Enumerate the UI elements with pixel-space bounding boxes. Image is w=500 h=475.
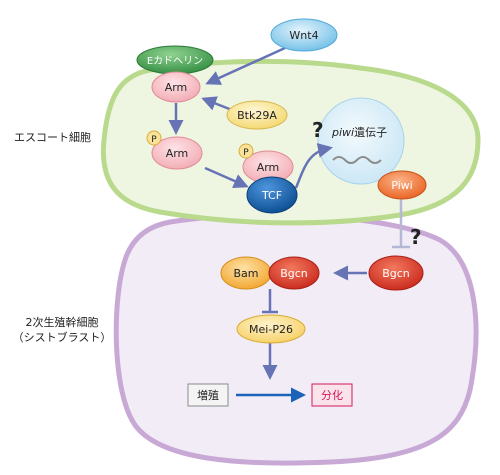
differentiation-label: 分化 [321, 388, 343, 402]
gsc-label-line2: （シストブラスト） [12, 331, 112, 344]
arrow-wnt4-to-arm [205, 46, 286, 85]
phospho-label-tcf: P [243, 148, 249, 158]
bgcn-node-left: Bgcn [268, 256, 320, 290]
phospho-badge-tcf [238, 143, 254, 159]
differentiation-box: 分化 [311, 383, 353, 407]
bam-label: Bam [233, 267, 258, 280]
gsc-label: 2次生殖幹細胞 （シストブラスト） [12, 315, 112, 345]
gsc-label-line1: 2次生殖幹細胞 [25, 316, 99, 329]
arrow-tcf-to-piwi-gene [294, 143, 333, 189]
piwi-gene-name: piwi [331, 126, 354, 139]
arm-node-tcf: Arm P [238, 143, 294, 184]
piwi-gene-nucleus [317, 97, 405, 185]
piwi-gene-suffix: 遺伝子 [354, 125, 387, 139]
escort-cell-label: エスコート細胞 [14, 131, 91, 144]
piwi-node: Piwi [377, 170, 427, 200]
bgcn-right-label: Bgcn [382, 267, 410, 280]
arm-mid-label: Arm [166, 147, 189, 160]
tcf-label: TCF [261, 189, 282, 202]
phospho-label-mid: P [151, 135, 157, 145]
arm-node-mid: Arm P [146, 130, 203, 170]
ecadherin-label: Eカドヘリン [147, 55, 203, 67]
arrow-btk-to-arm [201, 96, 233, 112]
arm-node-top: Arm [151, 71, 201, 103]
question-mark-piwi: ? [410, 225, 422, 249]
ecadherin-node: Eカドヘリン [136, 45, 214, 75]
piwi-gene-label: piwi遺伝子 [331, 125, 387, 139]
btk29a-node: Btk29A [226, 100, 288, 130]
proliferation-label: 増殖 [197, 389, 219, 402]
mei-p26-node: Mei-P26 [236, 314, 306, 344]
bgcn-node-right: Bgcn [368, 255, 424, 291]
piwi-label: Piwi [391, 179, 413, 192]
wnt4-node: Wnt4 [270, 18, 338, 52]
gsc-cell-membrane [113, 212, 479, 466]
proliferation-box: 増殖 [187, 383, 229, 407]
question-mark-gene: ? [312, 118, 324, 142]
wnt4-label: Wnt4 [289, 29, 318, 42]
bgcn-left-label: Bgcn [280, 267, 308, 280]
phospho-badge-mid [146, 130, 162, 146]
mei-p26-label: Mei-P26 [249, 323, 293, 336]
arm-tcf-label: Arm [257, 161, 280, 174]
tcf-node: TCF [246, 176, 298, 214]
bam-node: Bam [220, 256, 272, 290]
arrow-arm-to-tcf [204, 166, 249, 189]
arm-top-label: Arm [165, 81, 188, 94]
btk29a-label: Btk29A [237, 109, 277, 122]
mrna-wave [332, 156, 382, 164]
